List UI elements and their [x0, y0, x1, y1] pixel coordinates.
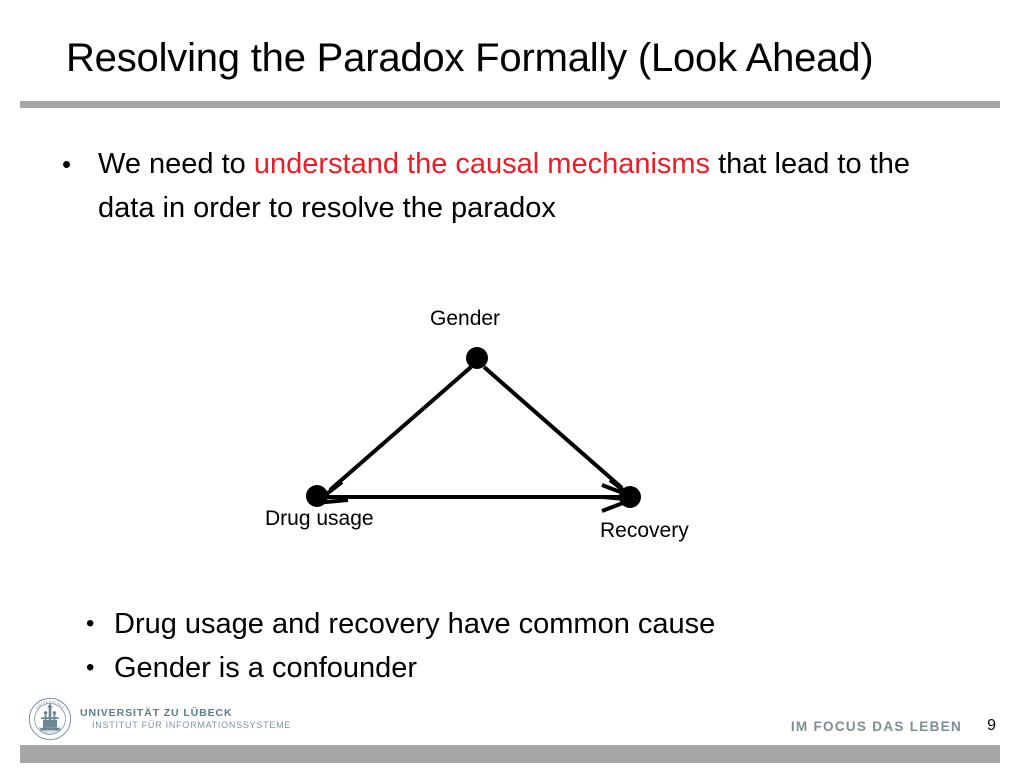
bottom-bullet-text: Drug usage and recovery have common caus…	[114, 608, 716, 640]
list-item: • Gender is a confounder	[86, 646, 946, 690]
edge-gender-to-drug	[313, 365, 473, 505]
top-bullet-text: We need to understand the causal mechani…	[98, 142, 956, 230]
node-gender	[466, 347, 488, 369]
node-label-drug-usage: Drug usage	[265, 507, 374, 530]
top-bullet-text-before: We need to	[98, 148, 254, 180]
page-title: Resolving the Paradox Formally (Look Ahe…	[66, 36, 874, 80]
top-bullet-text-after: that lead to the data in order to resolv…	[98, 148, 910, 224]
institute-name: INSTITUT FÜR INFORMATIONSSYSTEME	[92, 719, 292, 730]
bullet-marker: •	[86, 610, 95, 637]
footer-slogan: IM FOCUS DAS LEBEN	[790, 719, 962, 734]
bottom-bullet-text: Gender is a confounder	[114, 652, 418, 684]
bullet-marker: •	[62, 149, 72, 179]
list-item: • Drug usage and recovery have common ca…	[86, 602, 946, 646]
node-label-gender: Gender	[430, 307, 501, 330]
node-label-recovery: Recovery	[600, 519, 689, 542]
title-divider	[20, 101, 1000, 108]
page-number: 9	[987, 717, 996, 734]
bottom-bullet-list: • Drug usage and recovery have common ca…	[86, 602, 946, 690]
edge-gender-to-recovery	[482, 365, 638, 502]
footer-bar	[20, 745, 1000, 763]
node-recovery	[619, 486, 641, 508]
university-logo-text: UNIVERSITÄT ZU LÜBECK INSTITUT FÜR INFOR…	[80, 707, 292, 730]
university-logo: · UNIVERSITAS LUBECENSIS UNIVERSITÄT ZU …	[28, 697, 291, 741]
university-seal-icon: · UNIVERSITAS LUBECENSIS	[28, 697, 72, 741]
university-name: UNIVERSITÄT ZU LÜBECK	[80, 707, 233, 720]
node-drug-usage	[306, 485, 328, 507]
top-bullet-item: • We need to understand the causal mecha…	[56, 142, 956, 230]
svg-text:·: ·	[49, 699, 50, 703]
top-bullet-highlight: understand the causal mechanisms	[253, 148, 711, 180]
causal-dag-diagram: Gender Drug usage Recovery	[230, 295, 770, 565]
bullet-marker: •	[86, 654, 95, 681]
causal-dag-svg	[306, 347, 641, 513]
